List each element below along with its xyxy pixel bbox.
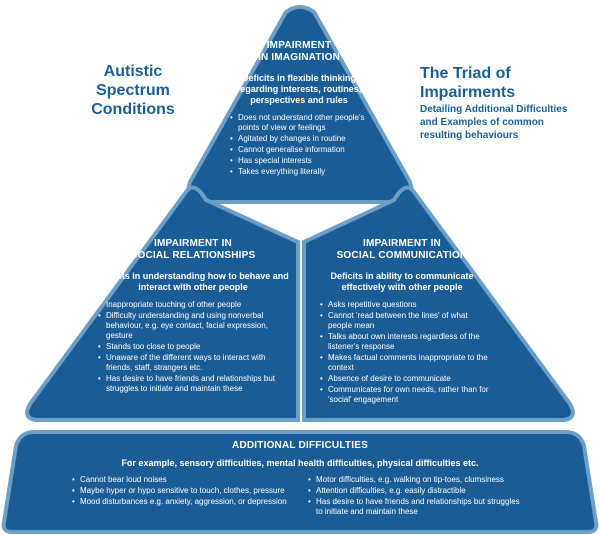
list-item: Attention difficulties, e.g. easily dist… bbox=[308, 486, 528, 496]
panel-description: Deficits in understanding how to behave … bbox=[97, 271, 289, 292]
list-item: Communicates for own needs, rather than … bbox=[320, 385, 492, 405]
panel-description: For example, sensory difficulties, menta… bbox=[121, 458, 479, 468]
panel-title: ADDITIONAL DIFFICULTIES bbox=[232, 440, 368, 451]
panel-social-communication: IMPAIRMENT IN SOCIAL COMMUNICATION Defic… bbox=[312, 238, 492, 406]
list-item: Cannot bear loud noises bbox=[72, 475, 292, 485]
heading-right-line: Impairments bbox=[420, 84, 516, 101]
panel-description: Deficits in ability to communicate effec… bbox=[330, 271, 474, 292]
heading-left-line: Conditions bbox=[91, 101, 175, 118]
bullet-list: Inappropriate touching of other people D… bbox=[98, 300, 292, 394]
list-item: Stands too close to people bbox=[98, 342, 292, 352]
panel-additional-difficulties: ADDITIONAL DIFFICULTIES For example, sen… bbox=[60, 440, 540, 518]
panel-title: IMPAIRMENT IN IMAGINATION bbox=[222, 40, 376, 64]
panel-title: IMPAIRMENT IN SOCIAL COMMUNICATION bbox=[312, 238, 492, 262]
bullet-columns: Cannot bear loud noises Maybe hyper or h… bbox=[60, 475, 540, 518]
heading-left-line: Spectrum bbox=[96, 82, 170, 99]
list-item: Mood disturbances e.g. anxiety, aggressi… bbox=[72, 497, 292, 507]
list-item: Does not understand other people's point… bbox=[230, 113, 376, 133]
heading-autistic-spectrum-conditions: Autistic Spectrum Conditions bbox=[68, 62, 198, 119]
list-item: Cannot 'read between the lines' of what … bbox=[320, 311, 492, 331]
bullet-list-right: Motor difficulties, e.g. walking on tip-… bbox=[308, 475, 528, 518]
list-item: Makes factual comments inappropriate to … bbox=[320, 353, 492, 373]
panel-description: Deficits in flexible thinking regarding … bbox=[236, 73, 362, 105]
panel-title-line: IMPAIRMENT bbox=[266, 40, 332, 51]
panel-social-relationships: IMPAIRMENT IN SOCIAL RELATIONSHIPS Defic… bbox=[94, 238, 292, 395]
list-item: Motor difficulties, e.g. walking on tip-… bbox=[308, 475, 528, 485]
list-item: Asks repetitive questions bbox=[320, 300, 492, 310]
bullet-list: Asks repetitive questions Cannot 'read b… bbox=[320, 300, 492, 405]
panel-title-line: SOCIAL COMMUNICATION bbox=[336, 250, 468, 261]
list-item: Unaware of the different ways to interac… bbox=[98, 353, 292, 373]
panel-imagination: IMPAIRMENT IN IMAGINATION Deficits in fl… bbox=[222, 40, 376, 178]
list-item: Takes everything literally bbox=[230, 167, 376, 177]
list-item: Cannot generalise information bbox=[230, 145, 376, 155]
panel-title: IMPAIRMENT IN SOCIAL RELATIONSHIPS bbox=[94, 238, 292, 262]
panel-title-line: IN IMAGINATION bbox=[257, 52, 341, 63]
list-item: Inappropriate touching of other people bbox=[98, 300, 292, 310]
panel-title-line: IMPAIRMENT IN bbox=[363, 238, 441, 249]
bullet-list: Does not understand other people's point… bbox=[230, 113, 376, 177]
panel-title-line: IMPAIRMENT IN bbox=[154, 238, 232, 249]
heading-right-line: The Triad of bbox=[420, 65, 511, 82]
bullet-list-left: Cannot bear loud noises Maybe hyper or h… bbox=[72, 475, 292, 518]
list-item: Maybe hyper or hypo sensitive to touch, … bbox=[72, 486, 292, 496]
list-item: Talks about own interests regardless of … bbox=[320, 332, 492, 352]
list-item: Difficulty understanding and using nonve… bbox=[98, 311, 292, 341]
list-item: Agitated by changes in routine bbox=[230, 134, 376, 144]
heading-triad-of-impairments: The Triad of Impairments bbox=[420, 64, 580, 102]
panel-title-line: SOCIAL RELATIONSHIPS bbox=[130, 250, 256, 261]
list-item: Absence of desire to communicate bbox=[320, 374, 492, 384]
heading-left-line: Autistic bbox=[103, 63, 163, 80]
heading-right-subtitle: Detailing Additional Difficulties and Ex… bbox=[420, 104, 568, 141]
list-item: Has desire to have friends and relations… bbox=[308, 497, 528, 517]
list-item: Has desire to have friends and relations… bbox=[98, 374, 292, 394]
list-item: Has special interests bbox=[230, 156, 376, 166]
